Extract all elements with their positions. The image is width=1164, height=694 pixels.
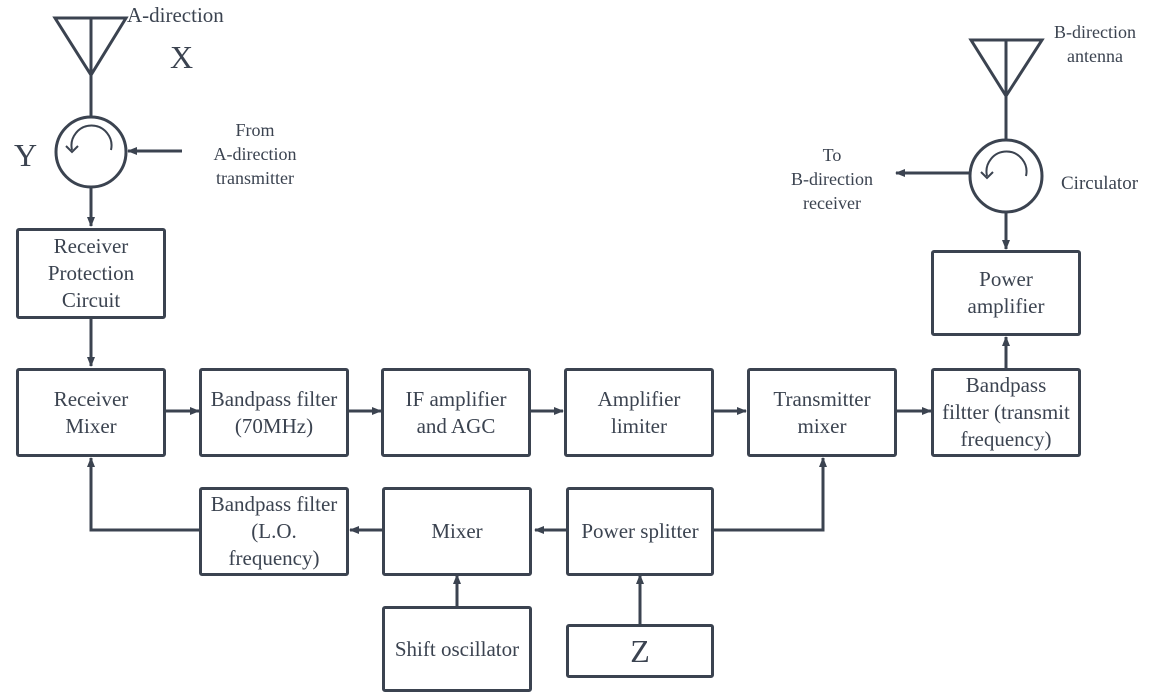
circulator-a-icon bbox=[54, 115, 128, 189]
wire-splitter-to-tx-mixer bbox=[713, 457, 827, 532]
antenna-b-icon bbox=[968, 38, 1045, 99]
y-label: Y bbox=[14, 137, 38, 173]
a-direction-label: A-direction bbox=[127, 3, 224, 27]
if-amplifier-agc: IF amplifier and AGC bbox=[381, 368, 531, 457]
receiver-protection-circuit: Receiver Protection Circuit bbox=[16, 228, 166, 319]
to-receiver-label: To B-direction receiver bbox=[791, 145, 873, 213]
b-direction-antenna-label: B-direction antenna bbox=[1054, 22, 1136, 66]
mixer: Mixer bbox=[382, 487, 532, 576]
power-amplifier: Power amplifier bbox=[931, 250, 1081, 336]
amplifier-limiter: Amplifier limiter bbox=[564, 368, 714, 457]
x-label: X bbox=[170, 39, 194, 75]
circulator-b-icon bbox=[968, 138, 1044, 214]
bandpass-filter-transmit: Bandpass filtter (transmit frequency) bbox=[931, 368, 1081, 457]
z-block: Z bbox=[566, 624, 714, 678]
power-splitter: Power splitter bbox=[566, 487, 714, 576]
circulator-label: Circulator bbox=[1061, 173, 1139, 194]
wire-bp-lo-to-receiver-mixer bbox=[87, 457, 199, 532]
receiver-mixer: Receiver Mixer bbox=[16, 368, 166, 457]
antenna-a-icon bbox=[52, 16, 129, 78]
bandpass-filter-lo: Bandpass filter (L.O. frequency) bbox=[199, 487, 349, 576]
transmitter-mixer: Transmitter mixer bbox=[747, 368, 897, 457]
bandpass-filter-70mhz: Bandpass filter (70MHz) bbox=[199, 368, 349, 457]
from-transmitter-label: From A-direction transmitter bbox=[213, 120, 297, 188]
shift-oscillator: Shift oscillator bbox=[382, 606, 532, 692]
